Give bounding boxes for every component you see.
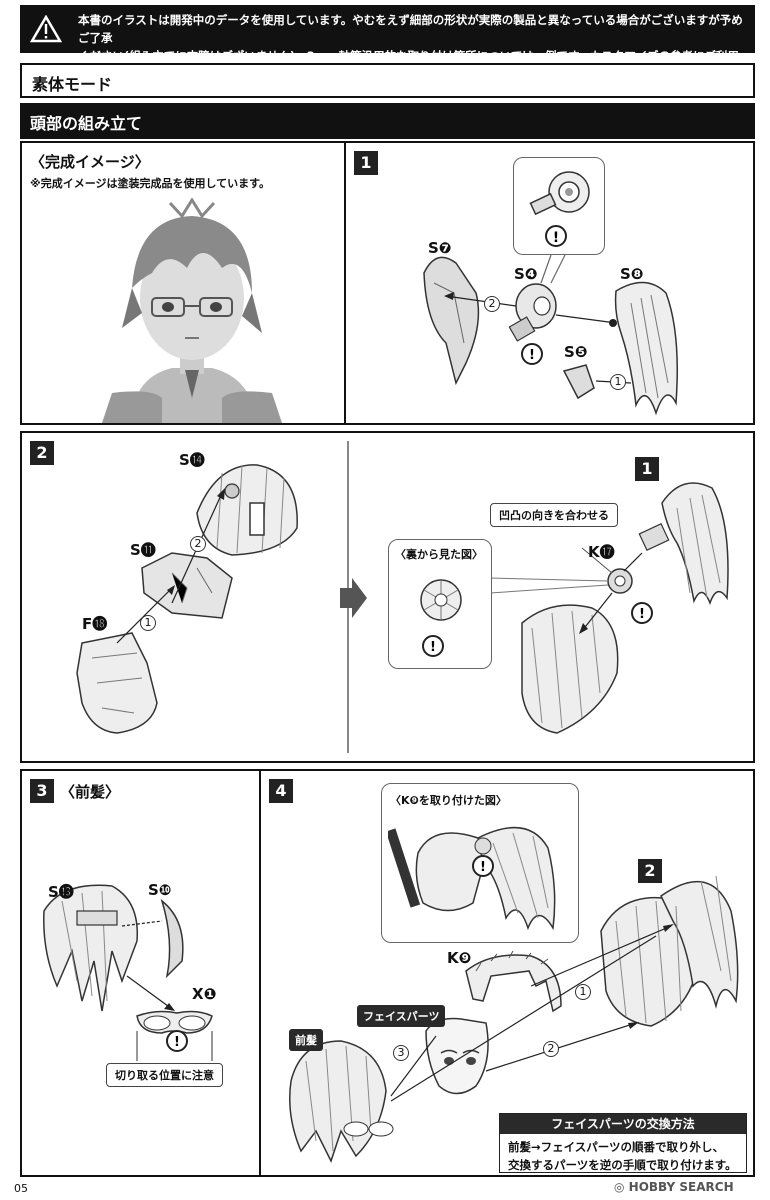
step-2-back-view-callout: 〈裏から見た図〉 ! bbox=[388, 539, 492, 669]
step-2-assembly-illustration: ! bbox=[76, 464, 729, 734]
step-1-order-2: 2 bbox=[484, 296, 500, 312]
step-1-assembly-illustration: ! bbox=[423, 254, 678, 416]
step-1-label-s8: S❽ bbox=[620, 265, 644, 283]
step-3-title: 〈前髪〉 bbox=[60, 783, 121, 801]
step-4-order-1: 1 bbox=[575, 984, 591, 1000]
step-1-detail-callout: ! bbox=[513, 157, 605, 255]
step-1-panel: 1 ! ! S❼ S❹ S❽ S❺ 2 1 bbox=[344, 141, 755, 425]
warning-bar: 本書のイラストは開発中のデータを使用しています。やむをえず細部の形状が実際の製品… bbox=[20, 5, 755, 81]
warning-icon bbox=[30, 15, 62, 43]
step-4-swap-line-2: 交換するパーツを逆の手順で取り付けます。 bbox=[508, 1158, 737, 1172]
step-4-swap-title: フェイスパーツの交換方法 bbox=[500, 1114, 746, 1134]
step-1-label-s7: S❼ bbox=[428, 239, 452, 257]
step-1-detail-part-illustration: ! bbox=[529, 171, 590, 247]
step-4-order-3: 3 bbox=[393, 1045, 409, 1061]
step-4-assembly-illustration bbox=[289, 875, 739, 1163]
step-3-label-s13: S⓭ bbox=[48, 883, 74, 901]
complete-image-panel: 〈完成イメージ〉 ※完成イメージは塗装完成品を使用しています。 bbox=[20, 141, 346, 425]
step-2-order-1: 1 bbox=[140, 615, 156, 631]
step-2-label-f18: F⓲ bbox=[82, 615, 108, 633]
section-title-bar: 頭部の組み立て bbox=[20, 103, 755, 139]
step-2-ref-step: 1 bbox=[635, 457, 659, 481]
step-2-label-s11: S⓫ bbox=[130, 541, 156, 559]
step-1-label-s5: S❺ bbox=[564, 343, 588, 361]
step-2-number: 2 bbox=[30, 441, 54, 465]
complete-image-note: ※完成イメージは塗装完成品を使用しています。 bbox=[30, 177, 271, 190]
svg-text:!: ! bbox=[174, 1035, 180, 1050]
step-4-inset-title: 〈K❾を取り付けた図〉 bbox=[390, 794, 507, 807]
step-4-inset-illustration: ! bbox=[388, 826, 556, 931]
step-2-align-note: 凹凸の向きを合わせる bbox=[490, 503, 618, 527]
complete-image-title: 〈完成イメージ〉 bbox=[30, 153, 150, 171]
page-number: 05 bbox=[14, 1182, 28, 1195]
svg-text:!: ! bbox=[430, 640, 436, 655]
step-3-number: 3 bbox=[30, 779, 54, 803]
step-4-inset-callout: 〈K❾を取り付けた図〉 ! bbox=[381, 783, 579, 943]
mode-title: 素体モード bbox=[32, 75, 113, 94]
watermark-logo: ◎ HOBBY SEARCH bbox=[614, 1180, 734, 1194]
step-4-number: 4 bbox=[269, 779, 293, 803]
step-4-bangs-tag: 前髪 bbox=[289, 1029, 323, 1051]
watermark-text: HOBBY SEARCH bbox=[628, 1180, 734, 1194]
warning-line-1: 本書のイラストは開発中のデータを使用しています。やむをえず細部の形状が実際の製品… bbox=[78, 13, 743, 45]
svg-text:!: ! bbox=[553, 230, 559, 246]
step-2-back-view-part-illustration: ! bbox=[420, 579, 462, 657]
complete-figure-illustration bbox=[102, 198, 282, 423]
step-3-panel: 3 〈前髪〉 ! S⓭ S❿ X❶ 切り取る位置に注意 bbox=[20, 769, 261, 1177]
step-1-label-s4: S❹ bbox=[514, 265, 538, 283]
step-1-number: 1 bbox=[354, 151, 378, 175]
step-4-panel: 4 〈K❾を取り付けた図〉 ! 2 K❾ フェイス bbox=[259, 769, 755, 1177]
step-2-order-2: 2 bbox=[190, 536, 206, 552]
step-4-order-2: 2 bbox=[543, 1041, 559, 1057]
step-4-swap-info-box: フェイスパーツの交換方法 前髪→フェイスパーツの順番で取り外し、 交換するパーツ… bbox=[499, 1113, 747, 1173]
step-3-cut-note: 切り取る位置に注意 bbox=[106, 1063, 223, 1087]
step-3-label-x1: X❶ bbox=[192, 985, 217, 1003]
step-4-swap-line-1: 前髪→フェイスパーツの順番で取り外し、 bbox=[508, 1140, 725, 1154]
svg-text:!: ! bbox=[639, 607, 645, 622]
section-title: 頭部の組み立て bbox=[30, 114, 143, 133]
step-3-assembly-illustration: ! bbox=[43, 884, 213, 1061]
step-4-face-parts-tag: フェイスパーツ bbox=[357, 1005, 446, 1027]
step-4-ref-step: 2 bbox=[638, 859, 662, 883]
svg-text:!: ! bbox=[529, 348, 535, 363]
mode-title-box: 素体モード bbox=[20, 63, 755, 98]
step-2-label-s14: S⓮ bbox=[179, 451, 205, 469]
warning-line-2: ください(組み立てに支障はございません)。3mm軸等汎用的な取り付け箇所について… bbox=[78, 49, 739, 81]
svg-text:!: ! bbox=[480, 860, 486, 875]
watermark-icon: ◎ bbox=[614, 1180, 629, 1194]
step-3-label-s10: S❿ bbox=[148, 881, 172, 899]
step-4-label-k9: K❾ bbox=[447, 949, 472, 967]
step-1-order-1: 1 bbox=[610, 374, 626, 390]
step-2-back-view-title: 〈裏から見た図〉 bbox=[395, 548, 483, 561]
step-2-label-k17: K⓱ bbox=[588, 543, 615, 561]
step-2-panel: 2 ! S⓮ S⓫ F⓲ 2 1 1 凹凸の向きを合わせる K⓱ bbox=[20, 431, 755, 763]
